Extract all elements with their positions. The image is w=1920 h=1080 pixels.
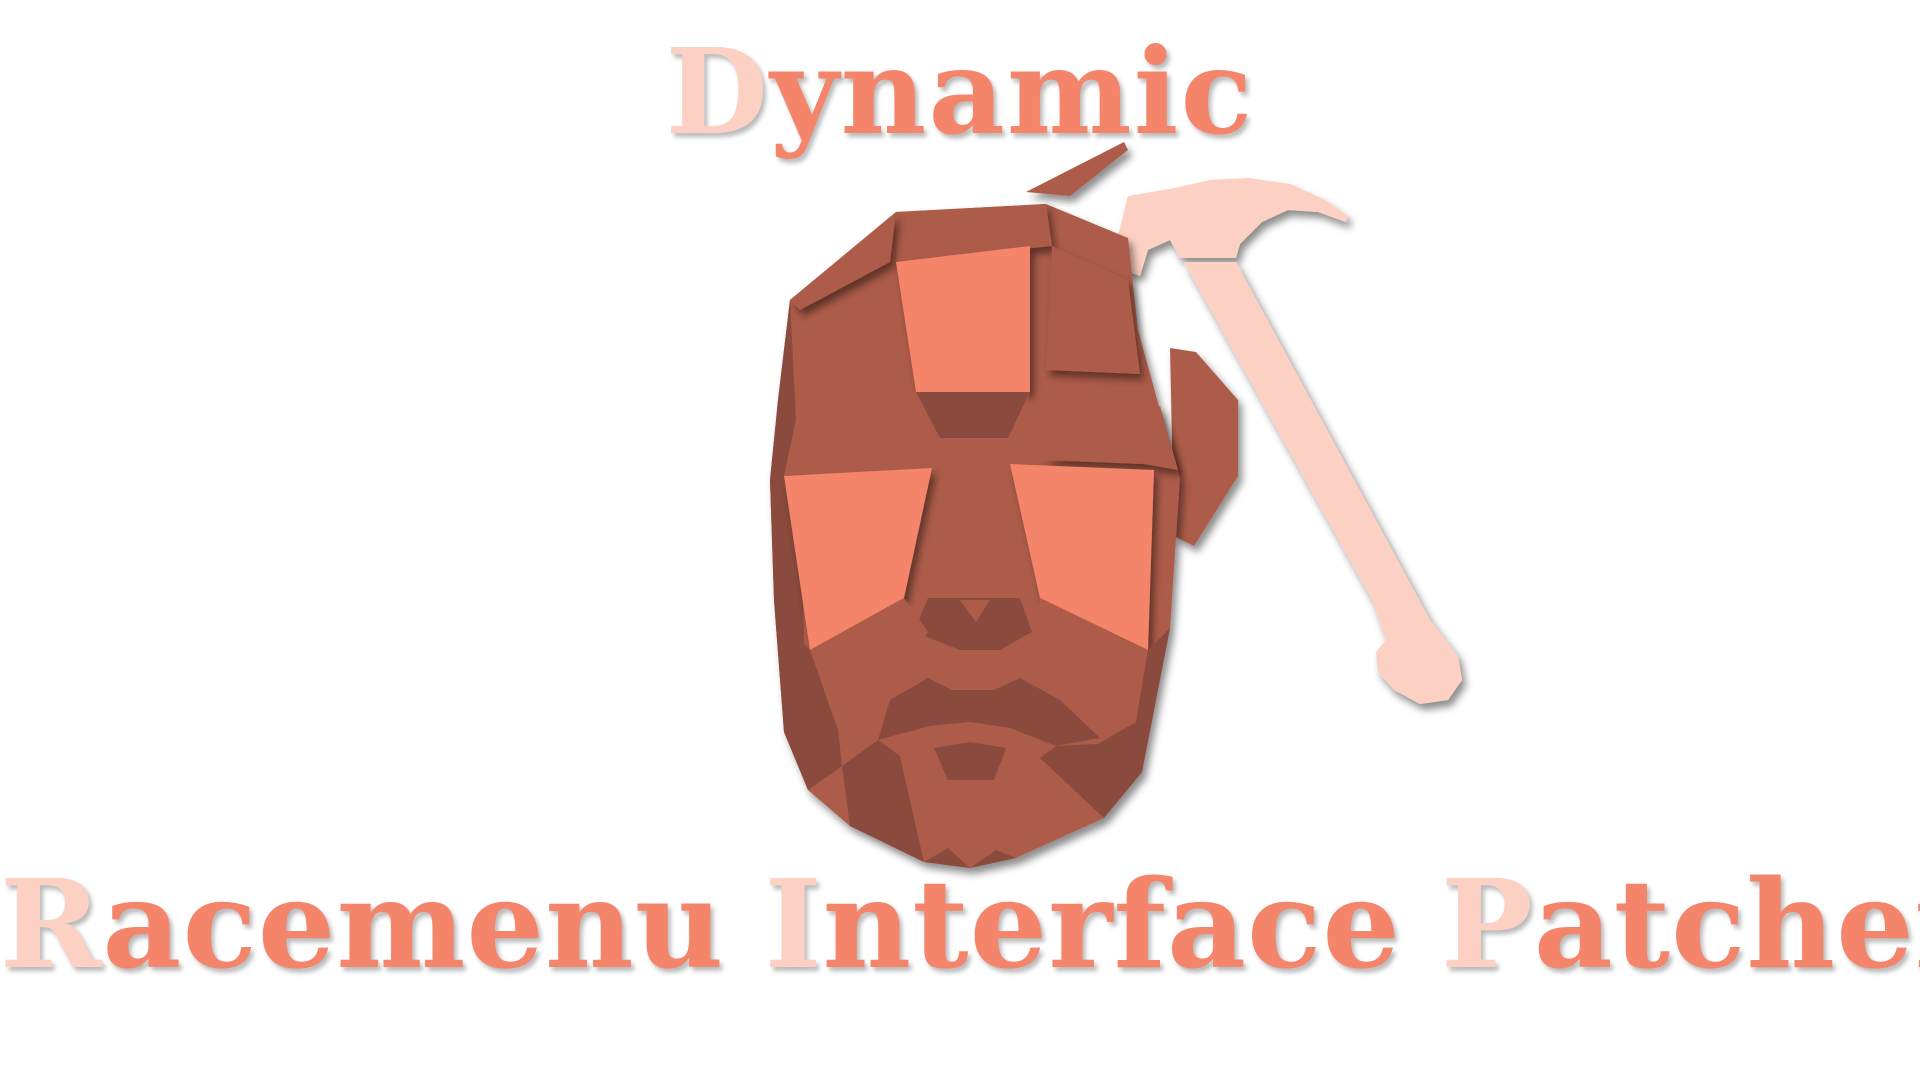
hammer-icon — [1116, 178, 1462, 704]
title-dynamic-initial: D — [665, 22, 770, 161]
title-racemenu-rest: acemenu — [102, 852, 725, 996]
title-racemenu-interface-patcher: Racemenu Interface Patcher — [0, 852, 1920, 996]
title-dynamic: Dynamic — [0, 22, 1920, 161]
title-interface-rest: nterface — [822, 852, 1401, 996]
title-patcher-initial: P — [1440, 852, 1534, 996]
low-poly-face-icon — [770, 142, 1238, 868]
title-patcher-rest: atcher — [1533, 852, 1920, 996]
title-interface-initial: I — [764, 852, 823, 996]
title-racemenu-initial: R — [0, 852, 103, 996]
title-dynamic-rest: ynamic — [769, 22, 1255, 161]
